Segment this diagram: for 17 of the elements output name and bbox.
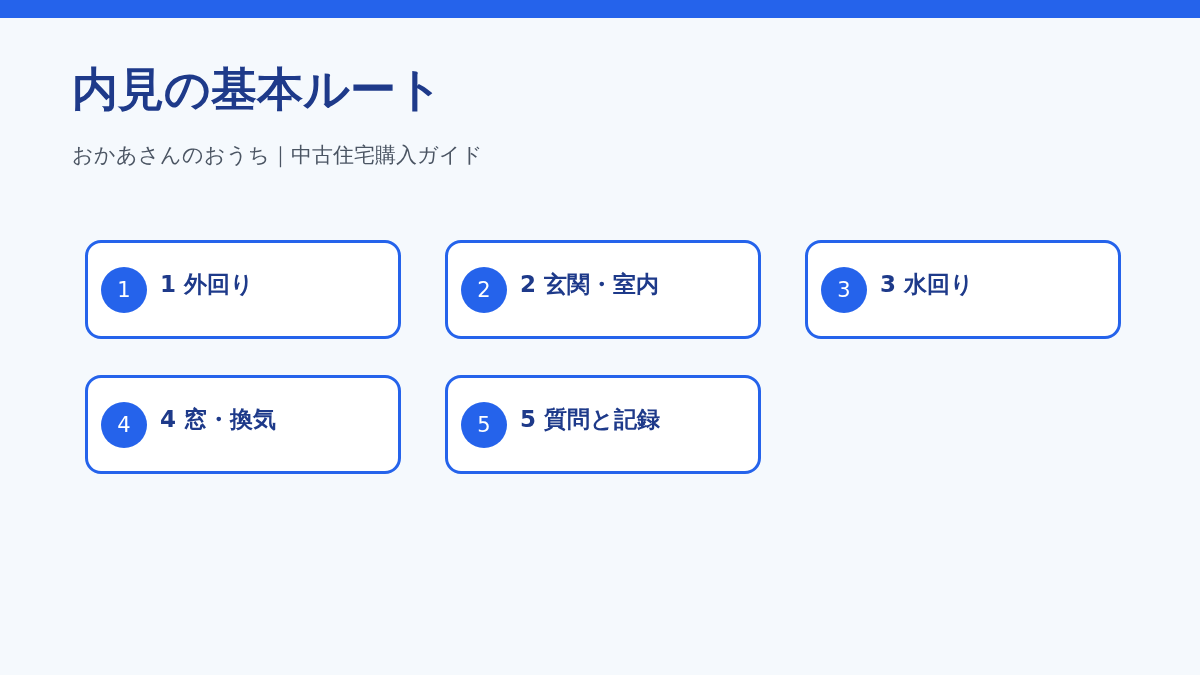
step-number-circle: 1 [101,267,147,313]
step-card [445,375,761,474]
step-card [85,375,401,474]
step-number-circle: 5 [461,402,507,448]
step-card [445,240,761,339]
step-label: 3 水回り [880,270,974,299]
subtitle: おかあさんのおうち｜中古住宅購入ガイド [72,142,483,170]
step-label: 1 外回り [160,270,254,299]
step-label: 2 玄関・室内 [520,270,659,299]
step-number-circle: 4 [101,402,147,448]
step-card [85,240,401,339]
step-label: 5 質問と記録 [520,405,660,434]
title: 内見の基本ルート [72,62,443,118]
step-number-circle: 2 [461,267,507,313]
step-number-circle: 3 [821,267,867,313]
step-label: 4 窓・換気 [160,405,276,434]
step-card [805,240,1121,339]
